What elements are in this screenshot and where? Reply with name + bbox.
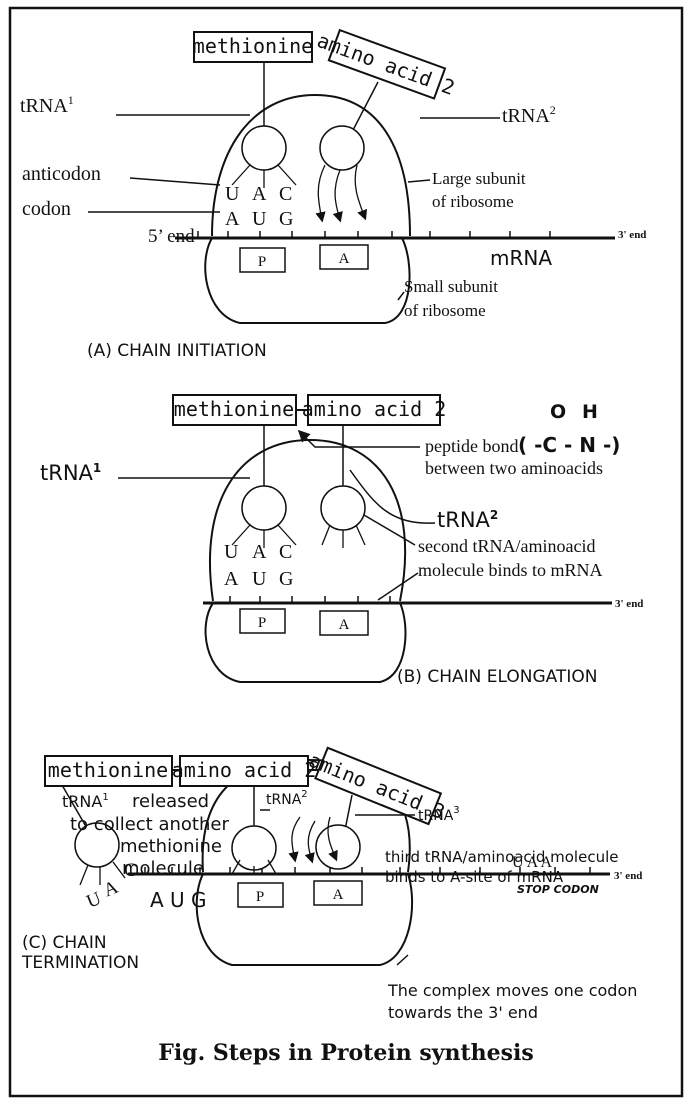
peptide-h-b: H [582,401,598,423]
p-site-box-b [239,608,286,634]
second-trna-label-1-b: second tRNA/aminoacid [418,536,595,556]
third-trna-label-2-c: binds to A-site of mRNA [385,868,564,886]
three-end-label-b: 3' end [615,598,643,610]
codon-g-b: G [279,568,293,590]
anticodon-c-b: C [279,541,292,563]
panel-c: P A U A C meth [21,746,642,1022]
methionine-box-b [172,394,297,426]
trna1-label-c: tRNA1 [62,792,109,811]
peptide-o-b: O [550,401,566,423]
aug-codon-c: A U G [150,888,207,912]
codon-g-a: G [279,208,293,230]
codon-label-a: codon [22,198,71,220]
small-subunit-c [195,873,414,966]
large-subunit-a [211,93,411,237]
trna2-label-b: tRNA2 [437,508,498,532]
codon-u-a: U [252,208,267,230]
p-site-label-c: P [256,889,264,905]
five-end-label-a: 5’ end [148,226,195,247]
a-site-box-b [319,610,369,636]
amino-acid-2-label-b: amino acid 2 [302,397,447,421]
a-site-label-c: A [333,887,344,903]
collect-label-1-c: to collect another [70,814,229,835]
trna1-label-b: tRNA1 [40,461,101,485]
released-anticodon-c-c: C [124,860,137,881]
amino-acid-2-box-b [307,394,441,426]
caption-c-1: (C) CHAIN [22,933,107,953]
trna3-circle-c [315,824,361,870]
trna1-circle-b [241,485,287,531]
p-site-label-a: P [258,254,266,270]
small-subunit-a [204,237,411,324]
small-subunit-label-1-a: Small subunit [404,277,498,296]
small-subunit-label-2-a: of ribosome [404,301,486,320]
stop-codon-label-c: STOP CODON [517,883,599,896]
amino-acid-2-box-c [179,755,309,787]
caption-a: (A) CHAIN INITIATION [87,341,267,361]
trna3-label-c: tRNA3 [418,805,460,824]
trna1-label-a: tRNA1 [20,93,74,117]
anticodon-u-a: U [225,183,240,205]
panel-b: P A methionine amino acid 2 peptide bond… [40,394,643,687]
complex-moves-label-2-c: towards the 3' end [388,1003,538,1022]
codon-u-b: U [252,568,267,590]
amino-acid-2-label-c: amino acid 2 [172,758,317,782]
methionine-box-c [44,755,173,787]
methionine-label-c: methionine [48,758,168,782]
between-aminoacids-label-b: between two aminoacids [425,458,603,478]
second-trna-label-2-b: molecule binds to mRNA [418,560,602,580]
large-subunit-label-2-a: of ribosome [432,192,514,211]
released-anticodon-u-c: U [84,888,105,913]
methionine-box-a [193,31,313,63]
methionine-label-b: methionine [174,397,294,421]
trna2-circle-a [319,125,365,171]
uaa-codon-c: U A A [512,854,552,871]
anticodon-a-b: A [252,541,267,563]
amino-acid-3-box-c [314,746,443,826]
large-subunit-label-1-a: Large subunit [432,169,526,188]
trna2-label-a: tRNA2 [502,103,556,127]
anticodon-label-a: anticodon [22,163,101,185]
amino-acid-2-box-a [327,28,447,100]
complex-moves-label-1-c: The complex moves one codon [387,981,637,1000]
collect-label-3-c: molecule [122,858,204,879]
three-end-label-a: 3' end [618,229,646,241]
amino-acid-2-label-a: amino acid 2 [314,28,458,100]
trna2-circle-b [320,485,366,531]
a-site-label-a: A [339,251,350,267]
caption-b: (B) CHAIN ELONGATION [397,667,597,687]
anticodon-u-b: U [224,541,239,563]
p-site-box-c [237,882,284,908]
trna1-circle-a [241,125,287,171]
large-subunit-b [208,438,407,602]
anticodon-c-a: C [279,183,292,205]
peptide-formula-b: ( -C - N -) [518,433,620,457]
codon-a-b: A [224,568,239,590]
figure-border [8,6,684,1098]
peptide-bond-label-b: peptide bond [425,436,518,456]
released-label-c: released [132,791,209,812]
p-site-label-b: P [258,615,266,631]
methionine-label-a: methionine [193,34,313,58]
figure-caption: Fig. Steps in Protein synthesis [158,1040,534,1066]
small-subunit-b [204,602,407,683]
trna1-circle-c [74,822,120,868]
panel-a: P A methionine amino acid 2 tRNA1 tRNA2 [20,28,646,361]
codon-a-a: A [225,208,240,230]
three-end-label-c: 3' end [614,870,642,882]
collect-label-2-c: methionine [120,836,222,857]
third-trna-label-1-c: third tRNA/aminoacid molecule [385,848,618,866]
p-site-box-a [239,247,286,273]
anticodon-a-a: A [252,183,267,205]
a-site-box-a [319,244,369,270]
released-anticodon-a-c: A [101,877,122,902]
a-site-box-c [313,880,363,906]
mrna-label-a: mRNA [490,246,552,270]
caption-c-2: TERMINATION [21,953,139,973]
a-site-label-b: A [339,617,350,633]
trna2-label-c: tRNA2 [266,789,308,808]
